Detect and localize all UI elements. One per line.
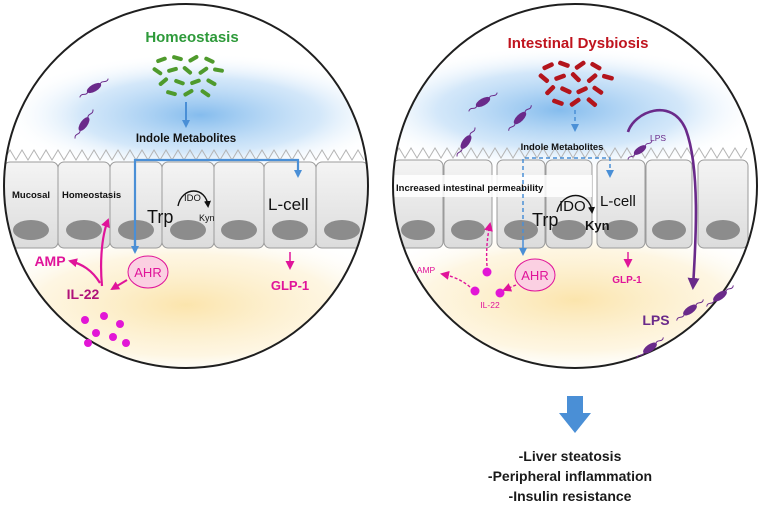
homeostasis-label: Homeostasis: [62, 190, 121, 201]
peripheral-inflammation-outcome: -Peripheral inflammation: [487, 468, 653, 484]
il22-to-epithelium-arrow: [484, 222, 493, 267]
outcome-list: -Liver steatosis -Peripheral inflammatio…: [470, 446, 670, 506]
increased-permeability-label: Increased intestinal permeability: [396, 183, 544, 194]
l-cell-label: L-cell: [268, 195, 309, 214]
indole-pathway-arrow: [133, 158, 302, 246]
ido-conversion-arrow: [556, 195, 596, 214]
permeability-label-background: [393, 175, 592, 197]
indole-metabolites-label: Indole Metabolites: [521, 142, 604, 153]
epithelial-layer: [4, 149, 368, 249]
ahr-label: AHR: [521, 268, 548, 283]
glp1-label: GLP-1: [271, 278, 309, 293]
ahr-receptor: [514, 258, 556, 292]
indole-pathway-arrow: [522, 157, 611, 240]
glp1-label: GLP-1: [612, 275, 642, 286]
lumen-shading: [393, 46, 757, 174]
ahr-to-il22-arrow: [110, 279, 128, 291]
commensal-bacteria-cluster: [152, 55, 224, 98]
trp-label: Trp: [532, 210, 558, 230]
il22-to-amp-arrow: [68, 258, 101, 284]
il22-molecules: [81, 312, 130, 347]
dysbiosis-panel: Intestinal Dysbiosis Indole Metabolites: [392, 3, 758, 369]
dysbiosis-title: Intestinal Dysbiosis: [508, 35, 649, 52]
il22-to-epithelium-arrow: [100, 218, 110, 287]
indole-metabolites-label: Indole Metabolites: [136, 133, 236, 145]
ahr-to-il22-arrow: [502, 283, 517, 292]
trp-label: Trp: [147, 207, 173, 227]
il22-to-amp-arrow: [440, 270, 471, 288]
ido-label: IDO: [184, 193, 201, 204]
l-cell-label: L-cell: [600, 193, 636, 210]
ido-label: IDO: [559, 198, 586, 215]
homeostasis-circle-border: [3, 3, 369, 369]
ahr-label: AHR: [134, 265, 161, 280]
lps-label: LPS: [642, 312, 669, 328]
kyn-label: Kyn: [199, 213, 215, 223]
ido-conversion-arrow: [177, 190, 211, 208]
amp-label: AMP: [417, 265, 436, 275]
homeostasis-title: Homeostasis: [145, 29, 238, 46]
il22-label: IL-22: [480, 300, 500, 310]
amp-label: AMP: [34, 253, 65, 269]
lps-small-label: LPS: [650, 133, 666, 143]
outcome-arrow: [559, 396, 591, 433]
il22-label: IL-22: [67, 286, 100, 302]
mucosal-label: Mucosal: [12, 190, 50, 201]
insulin-resistance-outcome: -Insulin resistance: [508, 488, 632, 504]
lps-translocation-arrow: [626, 108, 700, 290]
homeostasis-panel: Homeostasis Indole Metabolites Mucosal: [3, 3, 369, 369]
pathogenic-bacteria-cluster: [538, 60, 614, 107]
il22-molecules: [470, 267, 505, 298]
ahr-receptor: [127, 255, 169, 289]
kyn-label: Kyn: [585, 218, 610, 233]
dysbiosis-circle-border: [392, 3, 758, 369]
liver-steatosis-outcome: -Liver steatosis: [518, 448, 622, 464]
lamina-propria-shading: [4, 227, 368, 368]
